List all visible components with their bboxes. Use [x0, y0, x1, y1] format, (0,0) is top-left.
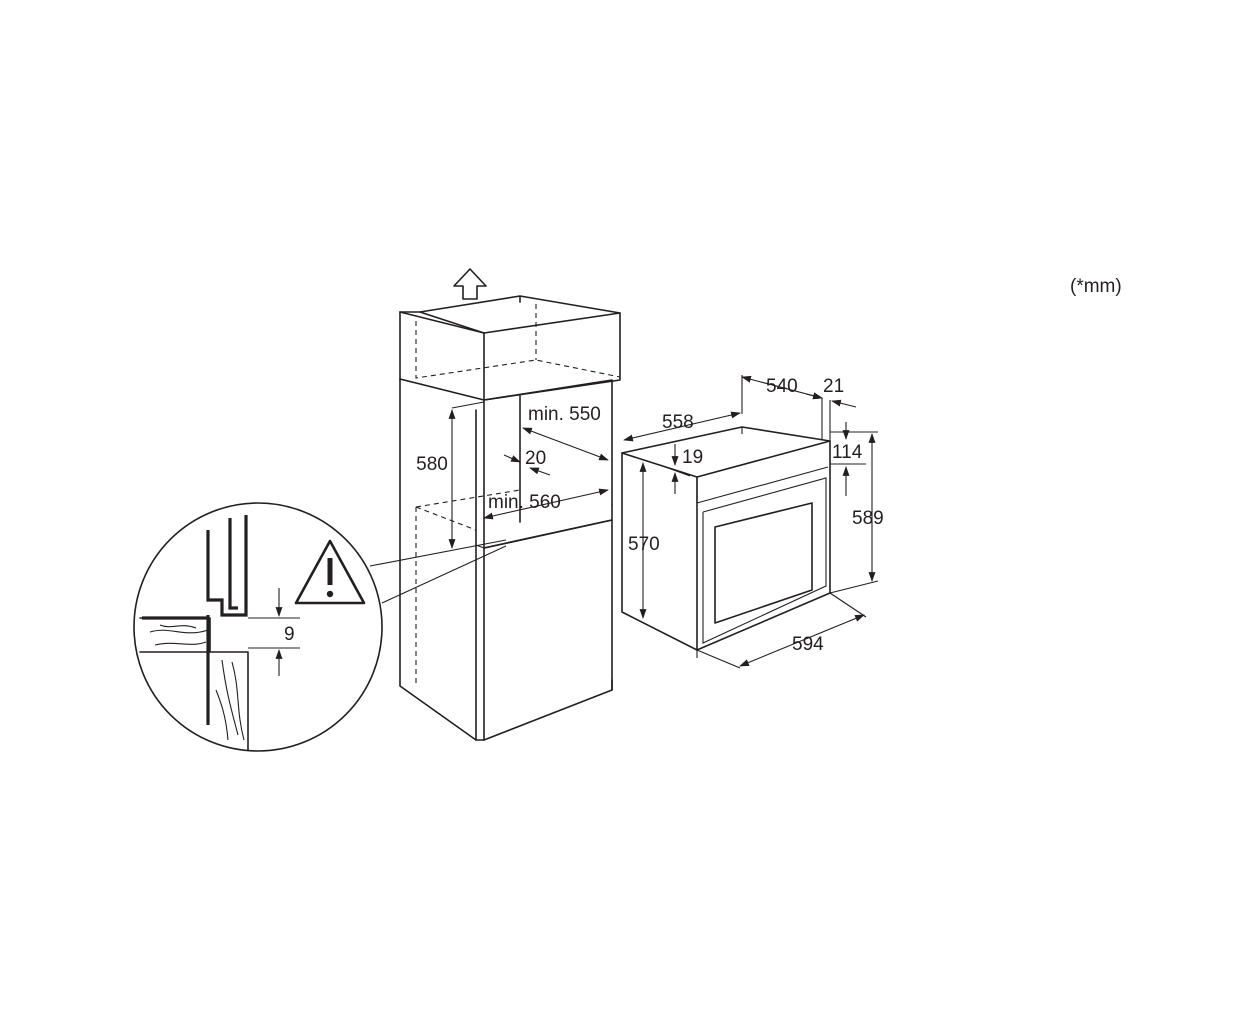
cabinet-depth-min-label: min. 550	[528, 404, 601, 425]
cabinet-unit: 580 min. 550 20 min. 560	[369, 268, 621, 741]
unit-note: (*mm)	[1070, 276, 1122, 297]
warning-triangle-icon	[294, 539, 366, 605]
oven-panel-height-label: 114	[832, 442, 863, 463]
oven-front-offset-label: 21	[823, 376, 844, 397]
up-arrow-icon	[453, 268, 487, 300]
oven-top-offset-label: 19	[682, 447, 703, 468]
oven-depth-label: 558	[662, 412, 694, 433]
clearance-label: 9	[284, 624, 295, 645]
oven-appliance: 540 21 558 19 570 114 589 594	[621, 375, 884, 669]
cabinet-height-label: 580	[416, 454, 448, 475]
cabinet-width-min-label: min. 560	[488, 492, 561, 513]
detail-zoom: 9	[133, 502, 383, 752]
oven-width-label: 594	[792, 634, 824, 655]
oven-body-depth-label: 540	[766, 376, 798, 397]
oven-total-height-label: 589	[852, 508, 884, 529]
oven-body-height-label: 570	[628, 534, 660, 555]
cabinet-gap-label: 20	[525, 448, 546, 469]
